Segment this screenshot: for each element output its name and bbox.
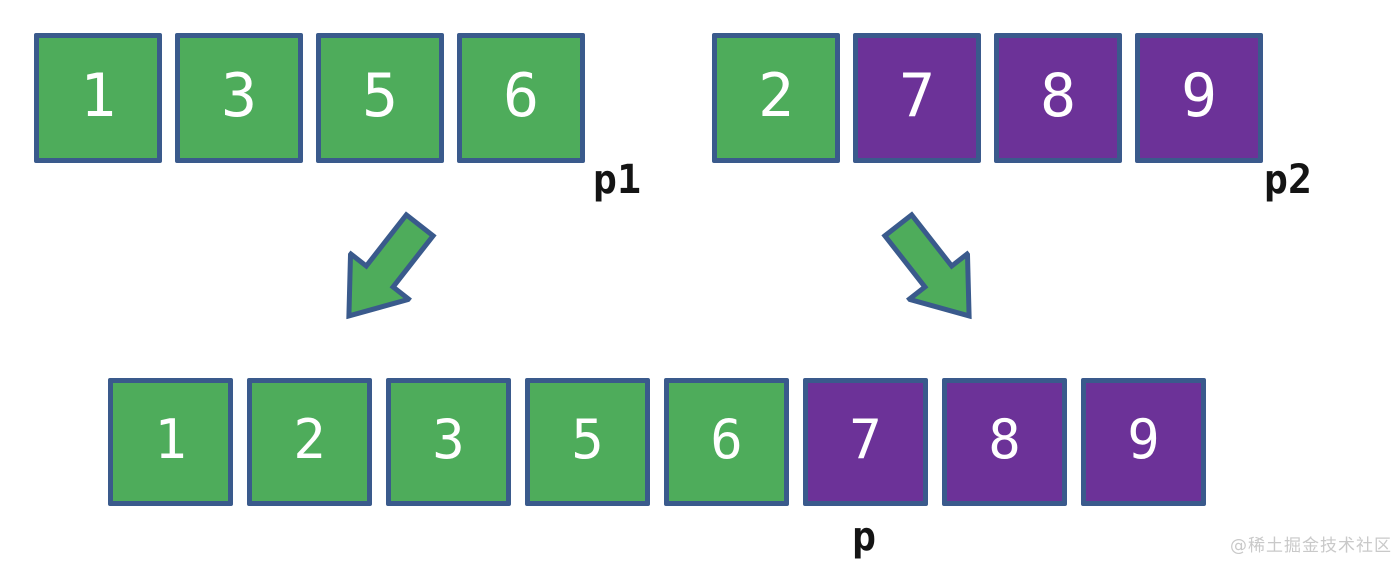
cell-value: 9: [1127, 408, 1160, 471]
array-cell: 6: [664, 378, 789, 506]
cell-value: 5: [571, 408, 604, 471]
cell-value: 5: [361, 61, 399, 131]
cell-value: 8: [988, 408, 1021, 471]
merge-arrow-down-left-icon: [881, 211, 972, 320]
cell-value: 2: [757, 61, 795, 131]
array-cell: 6: [457, 33, 585, 163]
array-p2: 2 7 8 9: [712, 33, 1263, 163]
cell-value: 6: [710, 408, 743, 471]
array-cell: 9: [1081, 378, 1206, 506]
cell-value: 6: [502, 61, 540, 131]
array-cell: 8: [994, 33, 1122, 163]
array-cell: 3: [386, 378, 511, 506]
array-cell: 7: [853, 33, 981, 163]
array-p-label: p: [851, 514, 877, 560]
cell-value: 8: [1039, 61, 1077, 131]
array-p2-label: p2: [1263, 157, 1313, 203]
array-cell: 9: [1135, 33, 1263, 163]
cell-value: 3: [432, 408, 465, 471]
array-cell: 1: [34, 33, 162, 163]
array-cell: 8: [942, 378, 1067, 506]
array-p1: 1 3 5 6: [34, 33, 585, 163]
cell-value: 9: [1180, 61, 1218, 131]
cell-value: 7: [898, 61, 936, 131]
array-cell: 2: [712, 33, 840, 163]
array-cell: 5: [316, 33, 444, 163]
array-cell: 7: [803, 378, 928, 506]
array-p1-label: p1: [592, 157, 642, 203]
cell-value: 3: [220, 61, 258, 131]
array-p-merged: 1 2 3 5 6 7 8 9: [108, 378, 1206, 506]
array-cell: 3: [175, 33, 303, 163]
watermark-text: @稀土掘金技术社区: [1230, 536, 1392, 556]
cell-value: 2: [293, 408, 326, 471]
merge-arrow-down-right-icon: [346, 211, 437, 320]
array-cell: 2: [247, 378, 372, 506]
cell-value: 1: [154, 408, 187, 471]
cell-value: 1: [79, 61, 117, 131]
array-cell: 5: [525, 378, 650, 506]
array-cell: 1: [108, 378, 233, 506]
cell-value: 7: [849, 408, 882, 471]
